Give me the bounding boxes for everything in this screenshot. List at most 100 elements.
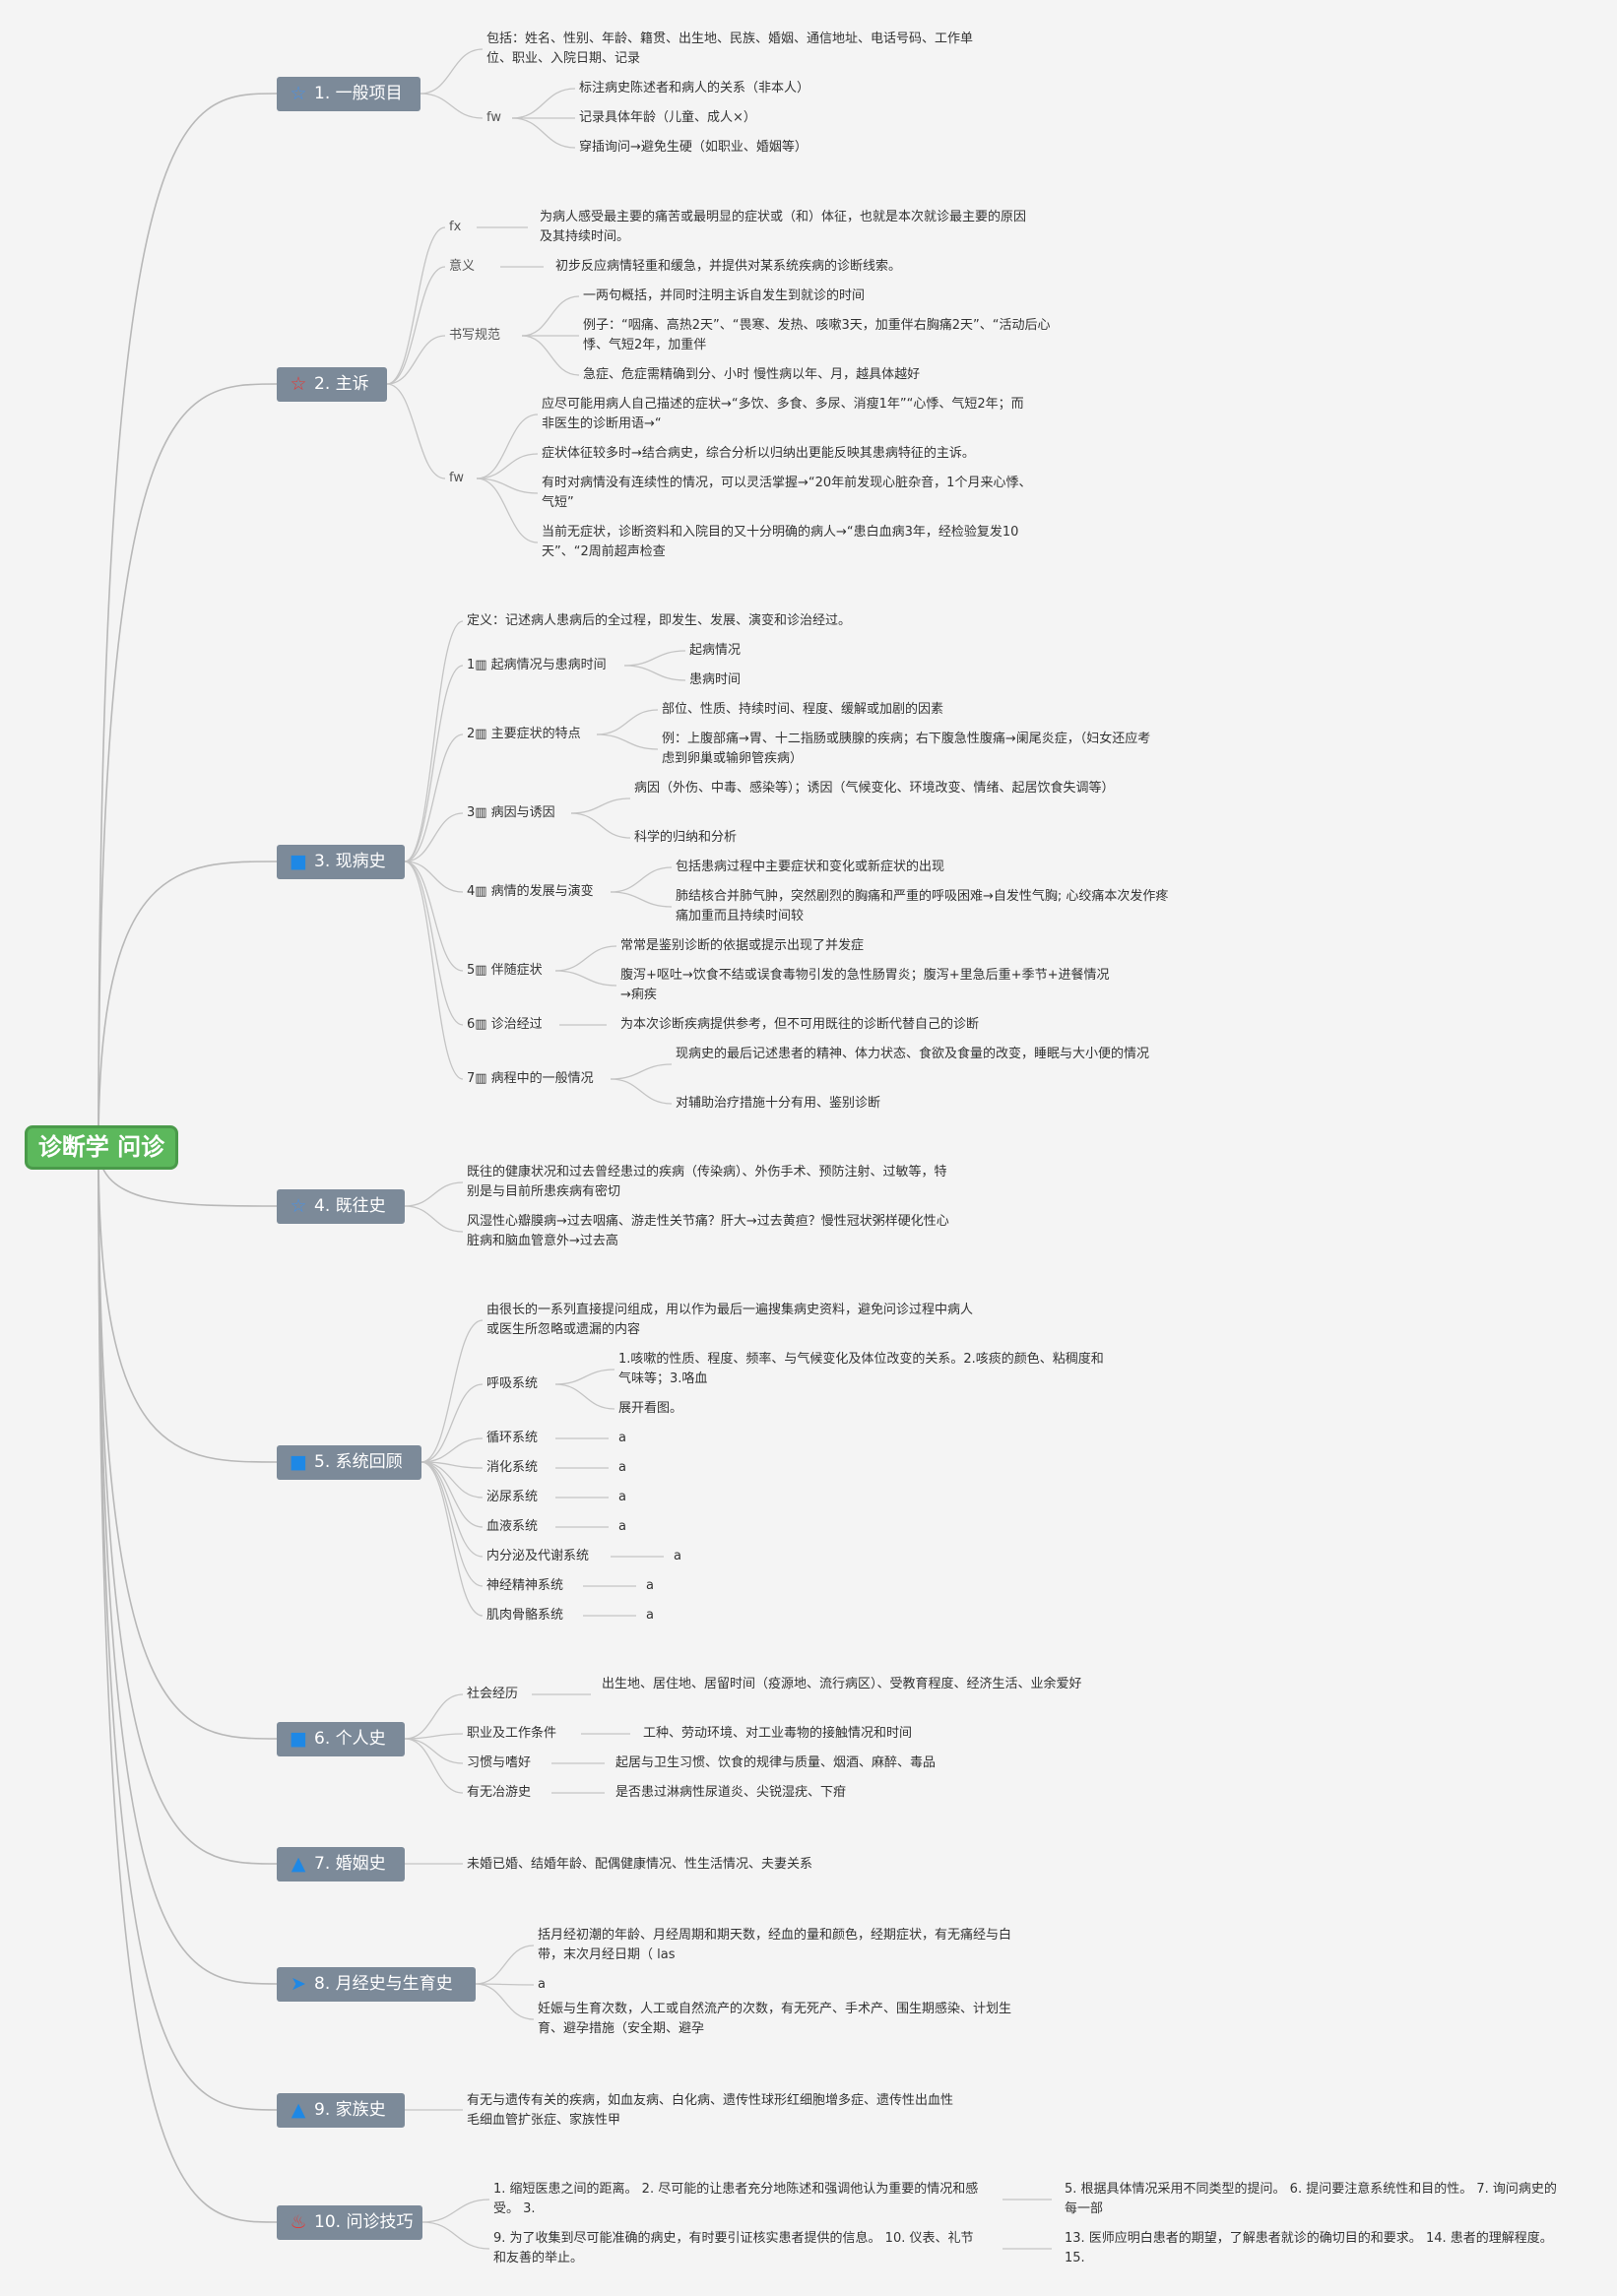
root-connector [97, 1146, 278, 1740]
connector [420, 1461, 484, 1469]
section-personal-history[interactable]: ■6. 个人史 [277, 1722, 405, 1756]
connector [475, 1945, 535, 1985]
personal-topic: 有无冶游史 [467, 1785, 532, 1800]
connector [610, 1078, 673, 1105]
section-past-history[interactable]: ☆4. 既往史 [277, 1189, 405, 1224]
connector [511, 88, 576, 119]
connector [554, 945, 617, 972]
review-definition: 由很长的一系列直接提问组成，用以作为最后一遍搜集病史资料，避免问诊过程中病人或医… [486, 1303, 974, 1337]
complaint-definition: 为病人感受最主要的痛苦或最明显的症状或（和）体征，也就是本次就诊最主要的原因及其… [540, 210, 1027, 244]
history-topic: 6▥ 诊治经过 [467, 1017, 543, 1032]
section-menstrual-history[interactable]: ➤8. 月经史与生育史 [277, 1967, 476, 2002]
connector [404, 665, 464, 862]
menstrual-detail: 妊娠与生育次数，人工或自然流产的次数，有无死产、手术产、围生期感染、计划生育、避… [538, 2002, 1012, 2036]
connector [476, 478, 539, 543]
connector [511, 117, 576, 149]
history-detail: 包括患病过程中主要症状和变化或新症状的出现 [676, 860, 945, 874]
history-topic: 3▥ 病因与诱因 [467, 805, 555, 820]
connector [420, 1383, 484, 1463]
complaint-writing-item: 急症、危症需精确到分、小时 慢性病以年、月，越具体越好 [583, 367, 921, 382]
general-fw-label: fw [486, 110, 501, 125]
connector [475, 1983, 535, 2020]
flag-icon: ■ [290, 851, 307, 872]
history-detail: 常常是鉴别诊断的依据或提示出现了并发症 [620, 938, 865, 953]
root-node[interactable]: 诊断学 问诊 [25, 1125, 178, 1170]
connector [404, 1733, 464, 1740]
personal-detail: 工种、劳动环境、对工业毒物的接触情况和时间 [643, 1726, 913, 1741]
history-detail: 部位、性质、持续时间、程度、缓解或加剧的因素 [662, 702, 944, 717]
history-detail: 起病情况 [689, 643, 742, 658]
personal-topic: 社会经历 [467, 1687, 519, 1701]
history-detail: 肺结核合并肺气肿，突然剧烈的胸痛和严重的呼吸困难→自发性气胸; 心绞痛本次发作疼… [676, 889, 1169, 924]
history-detail: 病因（外伤、中毒、感染等）；诱因（气候变化、环境改变、情绪、起居饮食失调等） [634, 781, 1115, 796]
skills-detail: 13. 医师应明白患者的期望，了解患者就诊的确切目的和要求。 14. 患者的理解… [1065, 2231, 1553, 2265]
general-fw-item: 记录具体年龄（儿童、成人×） [579, 110, 756, 125]
review-value: a [618, 1431, 626, 1445]
history-detail: 患病时间 [689, 672, 742, 687]
review-value: a [618, 1490, 626, 1504]
personal-topic: 习惯与嗜好 [467, 1755, 532, 1770]
connector [420, 1319, 484, 1463]
root-connector [97, 1146, 278, 1985]
complaint-meaning: 初步反应病情轻重和缓急，并提供对某系统疾病的诊断线索。 [555, 259, 902, 274]
connector [570, 812, 631, 839]
review-system: 消化系统 [486, 1460, 539, 1475]
menstrual-detail: 括月经初潮的年龄、月经周期和期天数，经血的量和颜色，经期症状，有无痛经与白带，末… [538, 1928, 1012, 1962]
complaint-fw-item: 症状体征较多时→结合病史，综合分析以归纳出更能反映其患病特征的主诉。 [542, 446, 975, 461]
general-fw-item: 标注病史陈述者和病人的关系（非本人） [579, 81, 810, 96]
personal-detail: 是否患过淋病性尿道炎、尖锐湿疣、下疳 [615, 1785, 847, 1800]
root-connector [97, 861, 278, 1148]
complaint-meaning-label: 意义 [449, 259, 476, 274]
connector [596, 733, 659, 750]
root-connector [97, 1146, 278, 2223]
review-system: 神经精神系统 [486, 1578, 564, 1593]
skills-detail: 1. 缩短医患之间的距离。 2. 尽可能的让患者充分地陈述和强调他认为重要的情况… [493, 2182, 979, 2216]
outline-star-icon: ☆ [290, 373, 307, 395]
complaint-fw-item: 应尽可能用病人自己描述的症状→“多饮、多食、多尿、消瘦1年”“心悸、气短2年；而… [542, 397, 1024, 431]
review-value: a [674, 1549, 681, 1563]
history-definition: 定义：记述病人患病后的全过程，即发生、发展、演变和诊治经过。 [467, 613, 852, 628]
connector [623, 650, 686, 667]
connector [554, 1383, 615, 1410]
history-topic: 5▥ 伴随症状 [467, 963, 543, 978]
complaint-fw-item: 当前无症状，诊断资料和入院目的又十分明确的病人→“患白血病3年，经检验复发10天… [542, 525, 1019, 559]
section-system-review[interactable]: ■5. 系统回顾 [277, 1445, 421, 1480]
section-marital-history[interactable]: ▲7. 婚姻史 [277, 1847, 405, 1881]
star-icon: ☆ [290, 83, 307, 104]
connector [404, 861, 464, 1026]
root-connector [97, 1146, 278, 1865]
connector [420, 1461, 484, 1499]
connector [420, 1461, 484, 1528]
connector [420, 1461, 484, 1617]
general-contents: 包括：姓名、性别、年龄、籍贯、出生地、民族、婚姻、通信地址、电话号码、工作单位、… [486, 32, 974, 66]
connector [386, 335, 446, 385]
connector [421, 2199, 490, 2223]
personal-detail: 起居与卫生习惯、饮食的规律与质量、烟酒、麻醉、毒品 [615, 1755, 937, 1770]
connector [570, 797, 631, 814]
connector [476, 414, 539, 479]
connector [404, 620, 464, 862]
section-family-history[interactable]: ▲9. 家族史 [277, 2093, 405, 2128]
connector [610, 1063, 673, 1080]
connector [404, 1693, 464, 1740]
complaint-fw-item: 有时对病情没有连续性的情况，可以灵活掌握→“20年前发现心脏杂音，1个月来心悸、… [542, 476, 1032, 510]
complaint-writing-item: 例子：“咽痛、高热2天”、“畏寒、发热、咳嗽3天，加重伴右胸痛2天”、“活动后心… [583, 318, 1051, 352]
review-detail: 1.咳嗽的性质、程度、频率、与气候变化及体位改变的关系。2.咳痰的颜色、粘稠度和… [618, 1352, 1104, 1386]
history-topic: 4▥ 病情的发展与演变 [467, 884, 594, 899]
complaint-writing-item: 一两句概括，并同时注明主诉自发生到就诊的时间 [583, 288, 866, 303]
complaint-fx-label: fx [449, 220, 462, 234]
history-detail: 例：上腹部痛→胃、十二指肠或胰腺的疾病；右下腹急性腹痛→阑尾炎症，（妇女还应考虑… [662, 732, 1151, 766]
family-detail: 有无与遗传有关的疾病，如血友病、白化病、遗传性球形红细胞增多症、遗传性出血性毛细… [467, 2093, 954, 2128]
section-interview-skills[interactable]: ♨10. 问诊技巧 [277, 2205, 422, 2240]
personal-topic: 职业及工作条件 [467, 1726, 557, 1741]
section-general[interactable]: ☆1. 一般项目 [277, 77, 420, 111]
connector [476, 453, 539, 479]
drop-icon: ▲ [291, 2099, 306, 2121]
section-chief-complaint[interactable]: ☆2. 主诉 [277, 367, 387, 402]
history-detail: 腹泻+呕吐→饮食不结或误食毒物引发的急性肠胃炎；腹泻+里急后重+季节+进餐情况→… [620, 968, 1110, 1002]
section-present-illness[interactable]: ■3. 现病史 [277, 845, 405, 879]
connector [386, 226, 446, 385]
marital-detail: 未婚已婚、结婚年龄、配偶健康情况、性生活情况、夫妻关系 [467, 1857, 813, 1872]
connector [420, 1437, 484, 1463]
